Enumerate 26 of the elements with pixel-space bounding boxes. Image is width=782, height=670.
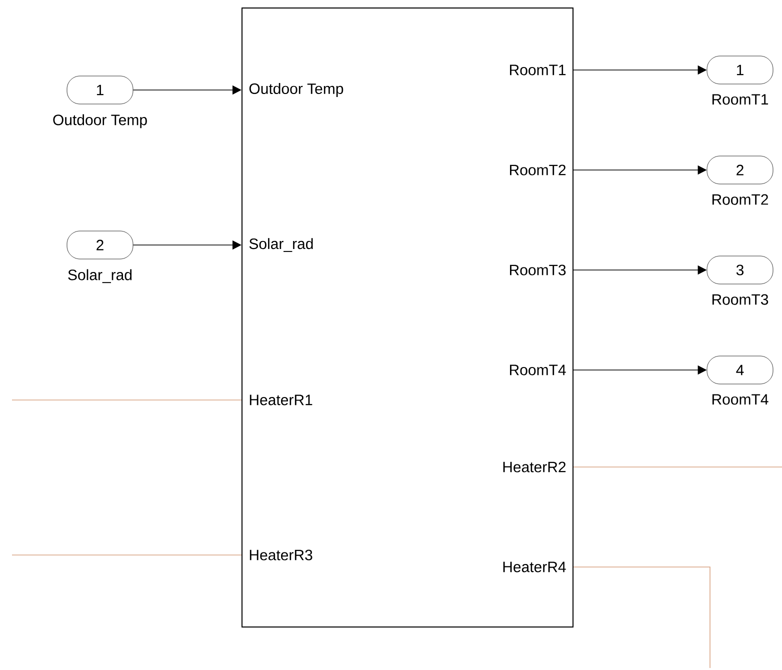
port-label: HeaterR4	[503, 562, 566, 572]
port-label: HeaterR3	[250, 550, 312, 560]
port-label: RoomT3	[510, 264, 566, 276]
port-label: HeaterR2	[503, 462, 566, 472]
port-label: RoomT2	[510, 164, 566, 176]
port-label: Outdoor Temp	[249, 83, 344, 97]
outport-block: 3	[706, 256, 774, 284]
outport-block: 1	[706, 56, 774, 84]
signal-line	[573, 466, 782, 468]
outport-block: 4	[706, 356, 774, 384]
port-label: HeaterR1	[250, 394, 312, 406]
port-name: RoomT3	[712, 294, 768, 305]
port-name: Outdoor Temp	[53, 114, 147, 128]
signal-line	[12, 554, 242, 556]
subsystem-block	[242, 8, 574, 628]
inport-block: 2	[66, 230, 134, 260]
port-label: Solar_rad	[249, 238, 313, 252]
port-name: RoomT4	[712, 394, 768, 405]
signal-line	[573, 566, 710, 668]
port-label: RoomT1	[510, 64, 566, 76]
inport-block: 1	[66, 76, 134, 104]
outport-block: 2	[706, 156, 774, 184]
port-name: Solar_rad	[68, 269, 132, 284]
port-name: RoomT2	[712, 194, 768, 205]
port-label: RoomT4	[510, 364, 566, 376]
port-name: RoomT1	[712, 94, 768, 105]
